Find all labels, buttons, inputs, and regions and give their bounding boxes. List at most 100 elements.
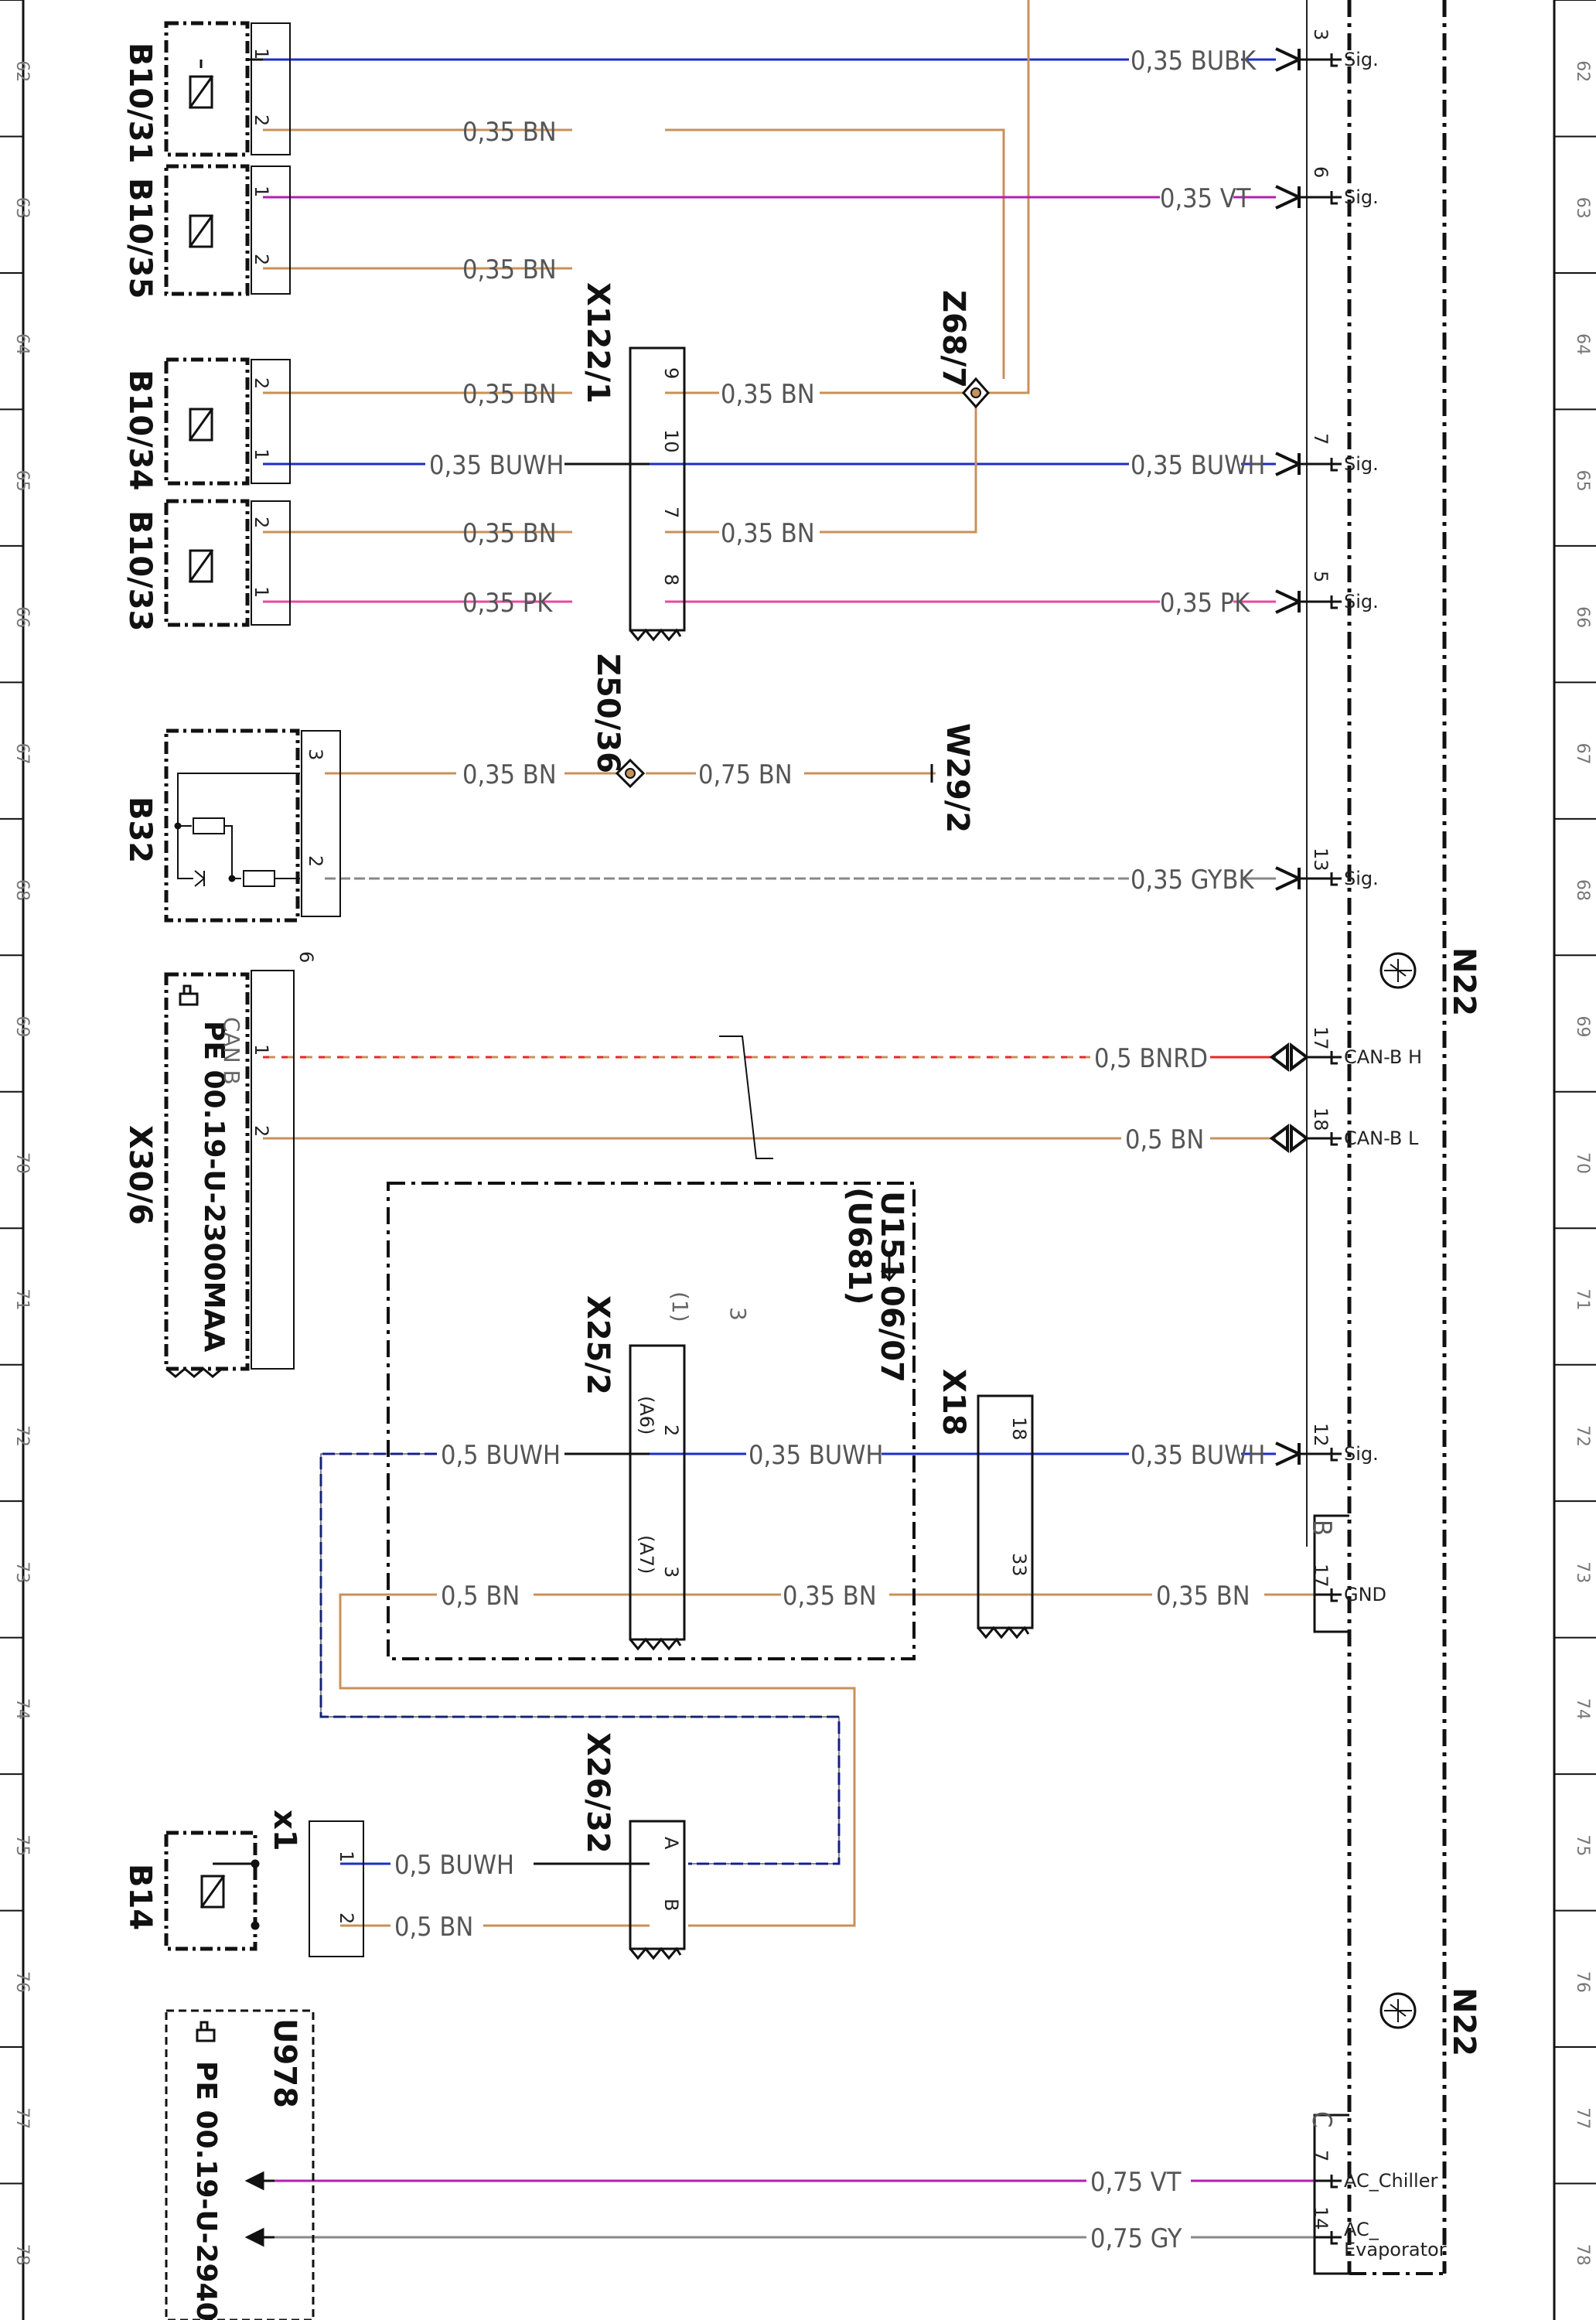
n22-connector-letter: C — [1306, 2111, 1337, 2127]
b10-34-label: B10/34 — [122, 370, 158, 490]
sensor-b10-33 — [164, 499, 291, 627]
row-number: 71 — [12, 1288, 32, 1310]
wire-label: 0,35 VT — [1160, 183, 1251, 214]
wire-label: 0,35 BN — [783, 1581, 877, 1612]
n22-transistor-icon — [1379, 1992, 1417, 2029]
pin-label: 9 — [660, 367, 682, 379]
x30-6-label: X30/6 — [122, 1125, 158, 1225]
row-number: 78 — [12, 2244, 32, 2266]
wire-label: 0,35 BN — [462, 254, 557, 285]
wire-labels: 0,35 BUBK 0,35 BN 0,35 VT 0,35 BN 0,35 B… — [394, 46, 1265, 2254]
n22-signal-label: AC_Chiller — [1344, 2170, 1437, 2192]
row-number: 72 — [1573, 1425, 1592, 1447]
pin-label: 6 — [295, 951, 317, 963]
wire-label: 0,35 BUWH — [749, 1440, 883, 1471]
row-number: 77 — [12, 2107, 32, 2129]
n22-signal-label: AC_ — [1344, 2219, 1379, 2240]
wire-label: 0,35 BN — [1156, 1581, 1250, 1612]
n22-signal-label: Sig. — [1344, 49, 1379, 70]
wire-label: 0,35 BN — [721, 518, 815, 549]
wire-label: 0,5 BUWH — [394, 1850, 514, 1881]
x122-1-label: X122/1 — [580, 282, 616, 404]
pin-label: 1 — [336, 1851, 357, 1862]
row-number: 74 — [1573, 1698, 1592, 1720]
u978-box — [165, 2009, 315, 2320]
n22-connector-b — [1313, 1514, 1349, 1633]
pin-label: 2 — [251, 254, 272, 265]
splice-z50-36 — [615, 758, 646, 789]
pin-label: A — [660, 1837, 682, 1850]
wire-label: 0,5 BN — [1125, 1124, 1204, 1155]
row-number: 76 — [1573, 1971, 1592, 1993]
n22-label: N22 — [1446, 1987, 1482, 2056]
n22-signal-label: Evaporator — [1344, 2239, 1447, 2260]
bidirectional-arrow-icon — [1269, 1124, 1310, 1153]
row-number: 70 — [12, 1152, 32, 1174]
pin-stub — [1315, 191, 1342, 205]
component-b32 — [164, 728, 341, 923]
pin-stub — [1315, 1448, 1342, 1462]
row-number: 67 — [12, 743, 32, 765]
wire-label: 0,35 PK — [1160, 588, 1250, 619]
n22-pin-number: 6 — [1310, 166, 1332, 178]
row-number: 64 — [12, 333, 32, 355]
row-number: 65 — [12, 470, 32, 492]
row-number: 68 — [1573, 879, 1592, 901]
signal-arrow-icon — [1275, 866, 1303, 891]
wire-label: 0,35 BUWH — [429, 450, 564, 481]
row-number: 65 — [1573, 470, 1592, 492]
pin-label: 1 — [251, 1044, 272, 1056]
n22-signal-label: Sig. — [1344, 186, 1379, 208]
signal-arrow-icon — [1275, 452, 1303, 476]
hand-pointer-icon — [196, 2021, 216, 2042]
row-number: 69 — [1573, 1016, 1592, 1038]
pin-label: 8 — [660, 574, 682, 585]
pin-label: 10 — [660, 429, 682, 453]
x25-2-note: (1) — [667, 1291, 693, 1322]
row-number: 62 — [12, 60, 32, 82]
row-number: 66 — [12, 606, 32, 628]
pin-stub — [1315, 1588, 1342, 1602]
pin-label: 1 — [251, 586, 272, 598]
pin-stub — [1315, 2175, 1342, 2189]
wire-label: 0,35 BN — [462, 379, 557, 410]
u978-label: U978 — [267, 2018, 302, 2108]
wire-label: 0,35 BN — [462, 117, 557, 148]
n22-signal-label: Sig. — [1344, 591, 1379, 612]
wire-label: 0,35 GYBK — [1130, 865, 1254, 896]
signal-arrow-icon — [1275, 1441, 1303, 1466]
row-number: 73 — [1573, 1561, 1592, 1583]
pin-label: 2 — [336, 1912, 357, 1924]
n22-label: N22 — [1446, 947, 1482, 1016]
wire-label: 0,35 PK — [462, 588, 553, 619]
b14-label: B14 — [122, 1864, 158, 1930]
wire-label: 0,5 BN — [394, 1912, 473, 1943]
wire-label: 0,75 BN — [698, 759, 793, 790]
splice-z68-7 — [961, 377, 991, 409]
n22-pin-number: 17 — [1310, 1564, 1332, 1588]
row-number: 75 — [1573, 1834, 1592, 1856]
pin-stub — [1315, 53, 1342, 67]
wire-label: 0,35 BUWH — [1130, 1440, 1265, 1471]
pin-label: B — [660, 1899, 682, 1911]
x26-32-label: X26/32 — [580, 1732, 616, 1854]
row-number: 63 — [12, 197, 32, 219]
n22-pins — [1269, 47, 1349, 2275]
pin-label: 2 — [251, 377, 272, 389]
row-number: 76 — [12, 1971, 32, 1993]
signal-arrow-icon — [1275, 47, 1303, 72]
u151-ref: 06/07 — [874, 1285, 909, 1383]
bidirectional-arrow-icon — [1269, 1042, 1310, 1072]
row-number: 70 — [1573, 1152, 1592, 1174]
sensor-b10-31 — [164, 21, 291, 157]
pin-label: 2 — [305, 855, 326, 867]
pin-stub — [1315, 1132, 1342, 1146]
u151-label: U151 — [874, 1191, 909, 1281]
n22-signal-label: CAN-B H — [1344, 1046, 1422, 1068]
u681-label: (U681) — [841, 1187, 877, 1305]
n22-pin-number: 3 — [1310, 29, 1332, 40]
wire-label: 0,5 BN — [441, 1581, 520, 1612]
row-number: 66 — [1573, 606, 1592, 628]
row-number: 69 — [12, 1016, 32, 1038]
